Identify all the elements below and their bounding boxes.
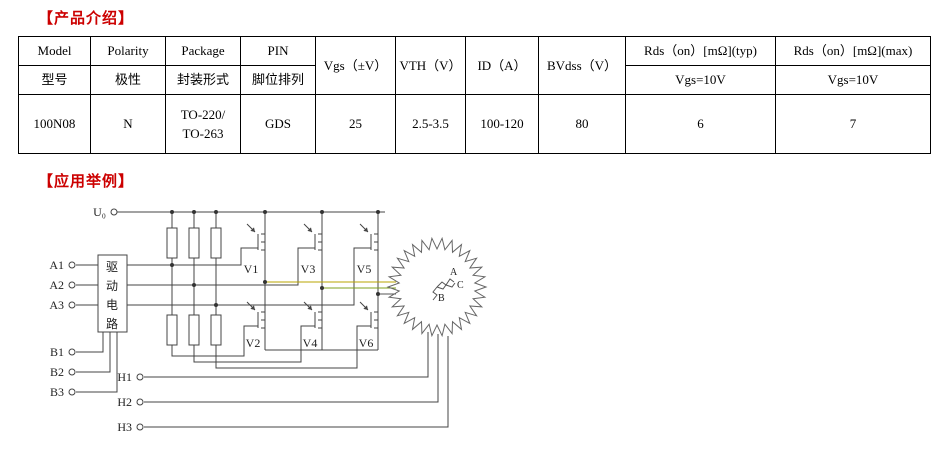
- svg-text:电: 电: [106, 298, 118, 312]
- mosfet-v1: [246, 223, 266, 255]
- header-rds-max: Rds（on）[mΩ](max): [775, 36, 931, 66]
- terminal-a1: [68, 261, 76, 269]
- label-b3: B3: [50, 385, 64, 399]
- cell-pin: GDS: [240, 94, 316, 154]
- terminal-h2: [136, 398, 144, 406]
- header-rds-typ: Rds（on）[mΩ](typ): [625, 36, 776, 66]
- label-v3: V3: [301, 262, 316, 276]
- drive-circuit-label: 驱 动 电 路: [106, 260, 118, 331]
- label-phase-c: C: [457, 280, 464, 291]
- label-v4: V4: [303, 336, 318, 350]
- application-example-heading: 【应用举例】: [38, 174, 135, 190]
- header-id: ID（A）: [465, 36, 539, 95]
- header-model-cn: 型号: [18, 65, 91, 95]
- label-phase-a: A: [450, 267, 458, 278]
- cell-rds-typ: 6: [625, 94, 776, 154]
- mosfet-v2: [246, 301, 266, 333]
- header-model-en: Model: [18, 36, 91, 66]
- motor-burst: [386, 236, 488, 338]
- header-vgs: Vgs（±V）: [315, 36, 396, 95]
- cell-id: 100-120: [465, 94, 539, 154]
- application-circuit-diagram: 驱 动 电 路 U₀ A1 A2 A3 B1 B2 B3 H1: [49, 205, 488, 434]
- table-row: 100N08 N TO-220/ TO-263 GDS 25 2.5-3.5 1…: [18, 94, 931, 154]
- cell-bvdss: 80: [538, 94, 626, 154]
- svg-text:动: 动: [106, 279, 118, 293]
- header-polarity-en: Polarity: [90, 36, 166, 66]
- header-pin-en: PIN: [240, 36, 316, 66]
- circuit-wires: [76, 211, 449, 428]
- motor-phase-labels: A B C: [438, 267, 464, 304]
- drive-circuit-box: [97, 254, 128, 333]
- terminal-a2: [68, 281, 76, 289]
- cell-polarity: N: [90, 94, 166, 154]
- motor-symbol: A B C: [386, 236, 488, 338]
- header-vth: VTH（V）: [395, 36, 466, 95]
- mosfet-v3: [303, 223, 323, 255]
- label-u0: U₀: [93, 205, 106, 219]
- terminal-a3: [68, 301, 76, 309]
- header-bvdss: BVdss（V）: [538, 36, 626, 95]
- cell-package: TO-220/ TO-263: [165, 94, 241, 154]
- terminal-b2: [68, 368, 76, 376]
- label-b2: B2: [50, 365, 64, 379]
- svg-text:路: 路: [106, 316, 118, 331]
- svg-text:驱: 驱: [106, 260, 118, 274]
- label-a2: A2: [49, 278, 64, 292]
- label-phase-b: B: [438, 293, 445, 304]
- label-v6: V6: [359, 336, 374, 350]
- spec-table: Model Polarity Package PIN Vgs（±V） VTH（V…: [18, 36, 931, 154]
- label-a3: A3: [49, 298, 64, 312]
- label-h2: H2: [117, 395, 132, 409]
- label-b1: B1: [50, 345, 64, 359]
- cell-vgs: 25: [315, 94, 396, 154]
- cell-vth: 2.5-3.5: [395, 94, 466, 154]
- header-package-en: Package: [165, 36, 241, 66]
- label-v5: V5: [357, 262, 372, 276]
- header-rds-typ-cond: Vgs=10V: [625, 65, 776, 95]
- terminal-b3: [68, 388, 76, 396]
- label-h3: H3: [117, 420, 132, 434]
- gate-resistors: [166, 227, 222, 346]
- motor-windings: [432, 278, 456, 301]
- product-intro-heading: 【产品介绍】: [38, 11, 135, 27]
- junction-dots: [170, 210, 380, 307]
- header-package-cn: 封装形式: [165, 65, 241, 95]
- header-polarity-cn: 极性: [90, 65, 166, 95]
- cell-package-line2: TO-263: [182, 126, 224, 141]
- mosfet-v4: [303, 301, 323, 333]
- terminal-labels: U₀ A1 A2 A3 B1 B2 B3 H1 H2 H3: [49, 205, 132, 434]
- terminals: [68, 208, 144, 431]
- terminal-u0: [110, 208, 118, 216]
- terminal-h1: [136, 373, 144, 381]
- header-pin-cn: 脚位排列: [240, 65, 316, 95]
- mosfet-labels: V1 V3 V5 V2 V4 V6: [244, 262, 374, 350]
- cell-rds-max: 7: [775, 94, 931, 154]
- cell-package-line1: TO-220/: [180, 106, 226, 122]
- mosfet-v5: [359, 223, 379, 255]
- label-a1: A1: [49, 258, 64, 272]
- label-h1: H1: [117, 370, 132, 384]
- terminal-h3: [136, 423, 144, 431]
- mosfet-v6: [359, 301, 379, 333]
- terminal-b1: [68, 348, 76, 356]
- label-v1: V1: [244, 262, 259, 276]
- label-v2: V2: [246, 336, 261, 350]
- cell-model: 100N08: [18, 94, 91, 154]
- header-rds-max-cond: Vgs=10V: [775, 65, 931, 95]
